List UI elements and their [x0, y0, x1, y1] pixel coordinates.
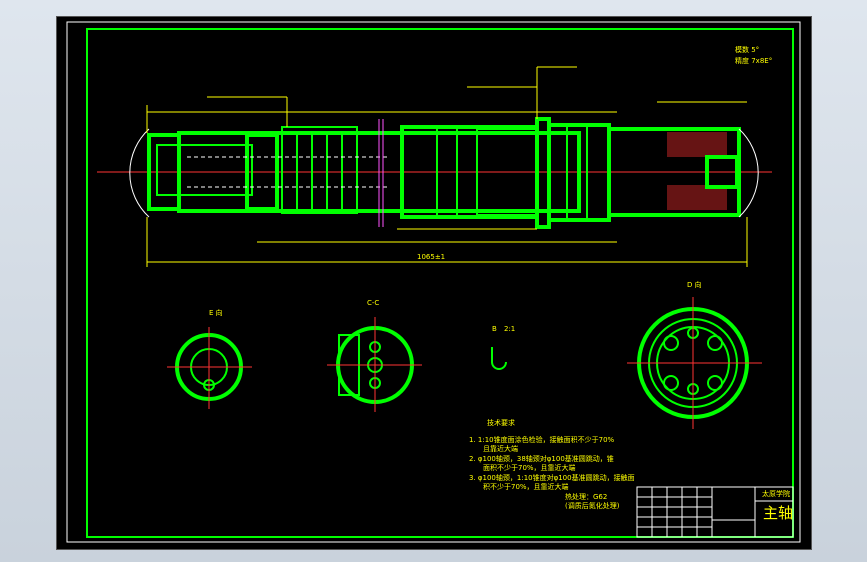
shaft-step-1: [245, 133, 279, 211]
e-view: E 向: [167, 308, 252, 409]
spec-module-text: 模数 5°: [735, 45, 759, 54]
b-detail-label: B: [492, 325, 497, 333]
spec-accuracy-text: 精度 7x8E°: [735, 56, 772, 65]
e-view-label: E 向: [209, 308, 223, 317]
d-view-bolt-hole: [663, 335, 679, 351]
technical-notes: 技术要求 1. 1:10锥度面涂色检验，接触面积不少于70% 且靠近大端 2. …: [469, 418, 635, 510]
b-detail-scale: 2:1: [504, 325, 515, 333]
d-view-bolt-hole: [707, 375, 723, 391]
d-view-bolt-hole: [663, 375, 679, 391]
overall-length-dimension: 1065±1: [417, 253, 445, 261]
d-view-bolt-hole: [707, 335, 723, 351]
section-hatch: [667, 132, 727, 157]
right-keyway: [705, 155, 739, 189]
note-line-1: 1. 1:10锥度面涂色检验，接触面积不少于70%: [469, 435, 615, 444]
cad-viewport[interactable]: 模数 5° 精度 7x8E°: [56, 16, 812, 550]
d-view-label: D 向: [687, 280, 702, 289]
title-block-frame: [636, 486, 794, 538]
main-shaft-view: 1065±1: [97, 66, 772, 267]
right-end-arc: [738, 128, 759, 218]
sheet-outer-border: [66, 21, 801, 543]
c-section-label: C-C: [367, 299, 379, 307]
part-name: 主轴: [763, 504, 793, 522]
c-section-view: C-C: [327, 299, 422, 412]
note-line-3: 3. φ100轴颈，1:10锥度对φ100基准圆跳动，接触面: [469, 473, 635, 482]
note-line-3b: 积不少于70%，且靠近大端: [483, 482, 569, 491]
notes-title: 技术要求: [487, 418, 515, 427]
left-bore: [156, 144, 253, 196]
section-hatch: [667, 185, 727, 210]
school-name: 太原学院: [762, 489, 790, 498]
left-end-arc: [129, 128, 150, 218]
heat-treatment: 热处理：G62: [565, 492, 607, 501]
sheet-inner-border: [86, 28, 794, 538]
b-detail-view: B 2:1: [491, 325, 515, 370]
note-line-1b: 且靠近大端: [483, 444, 518, 453]
shaft-step-2: [281, 126, 358, 214]
title-block: 太原学院 主轴: [636, 486, 794, 538]
b-detail-profile: [491, 347, 507, 370]
note-line-2: 2. φ100轴颈，38轴颈对φ100基准圆跳动，锥: [469, 454, 614, 463]
heat-treatment-note: (调质后氮化处理): [565, 501, 620, 510]
note-line-2b: 面积不少于70%，且靠近大端: [483, 463, 576, 472]
d-view: D 向: [627, 280, 762, 429]
drawing-canvas: 模数 5° 精度 7x8E°: [66, 21, 801, 543]
